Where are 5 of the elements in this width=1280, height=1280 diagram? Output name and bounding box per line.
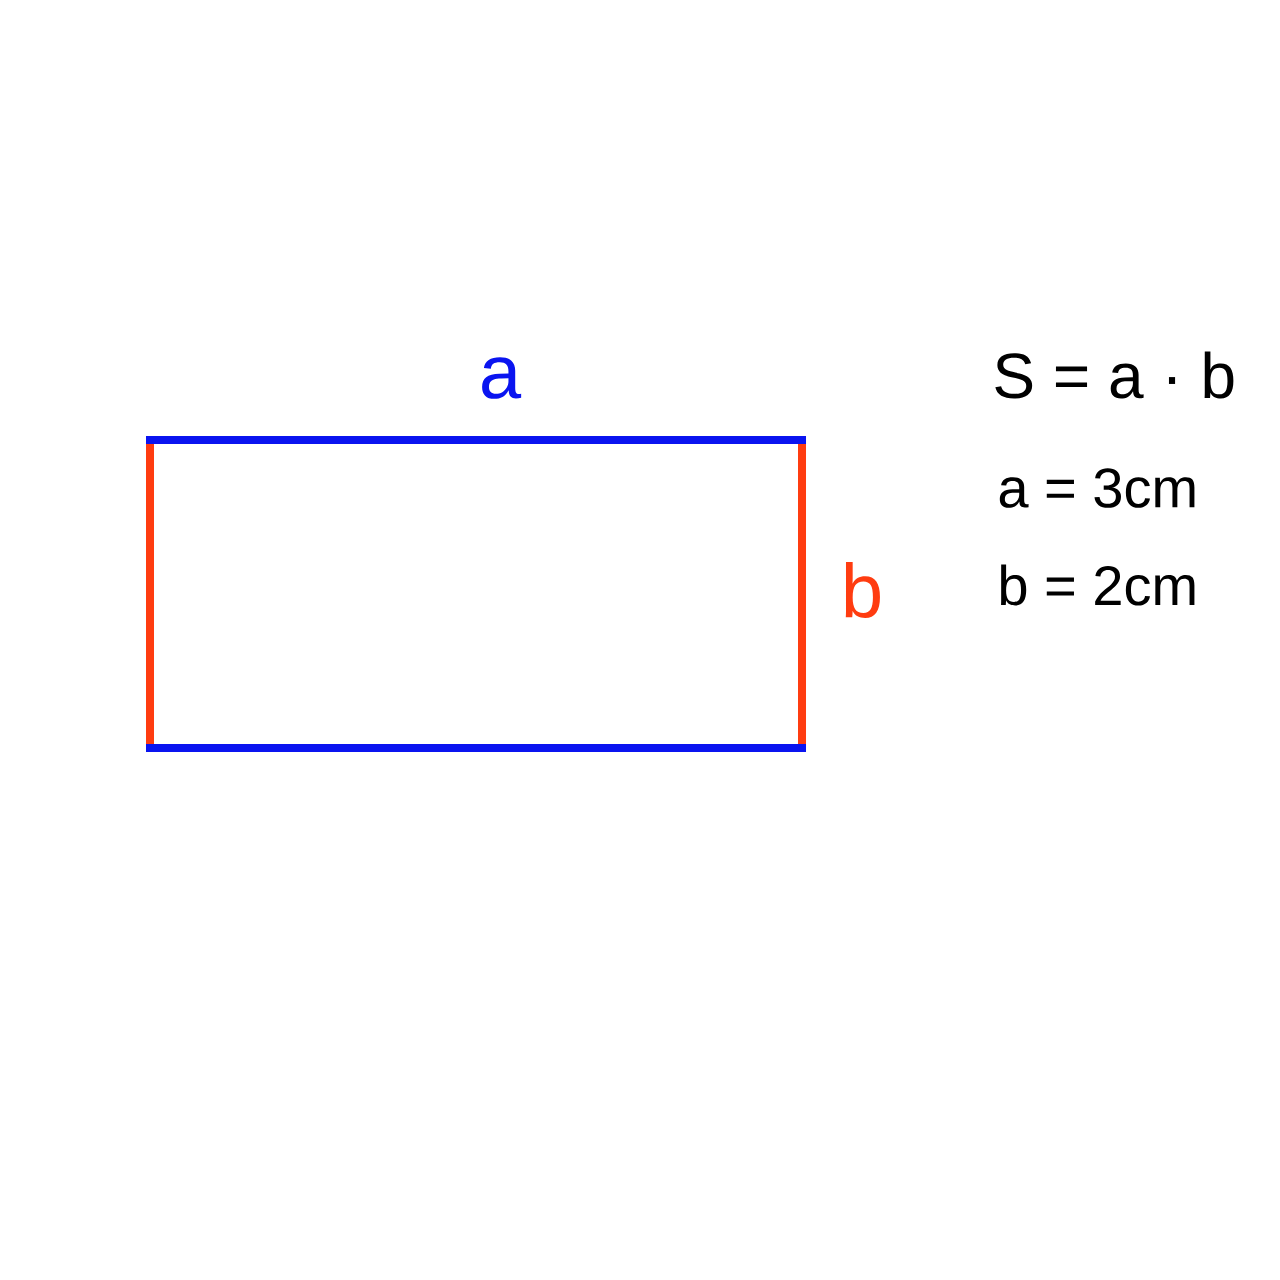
formula-text: S = a · b [995, 351, 1234, 399]
side-label: a [482, 357, 522, 399]
value-text: a = 3cm [999, 468, 1195, 508]
side-label: b [845, 562, 880, 618]
value-text: b = 2cm [1001, 564, 1195, 606]
